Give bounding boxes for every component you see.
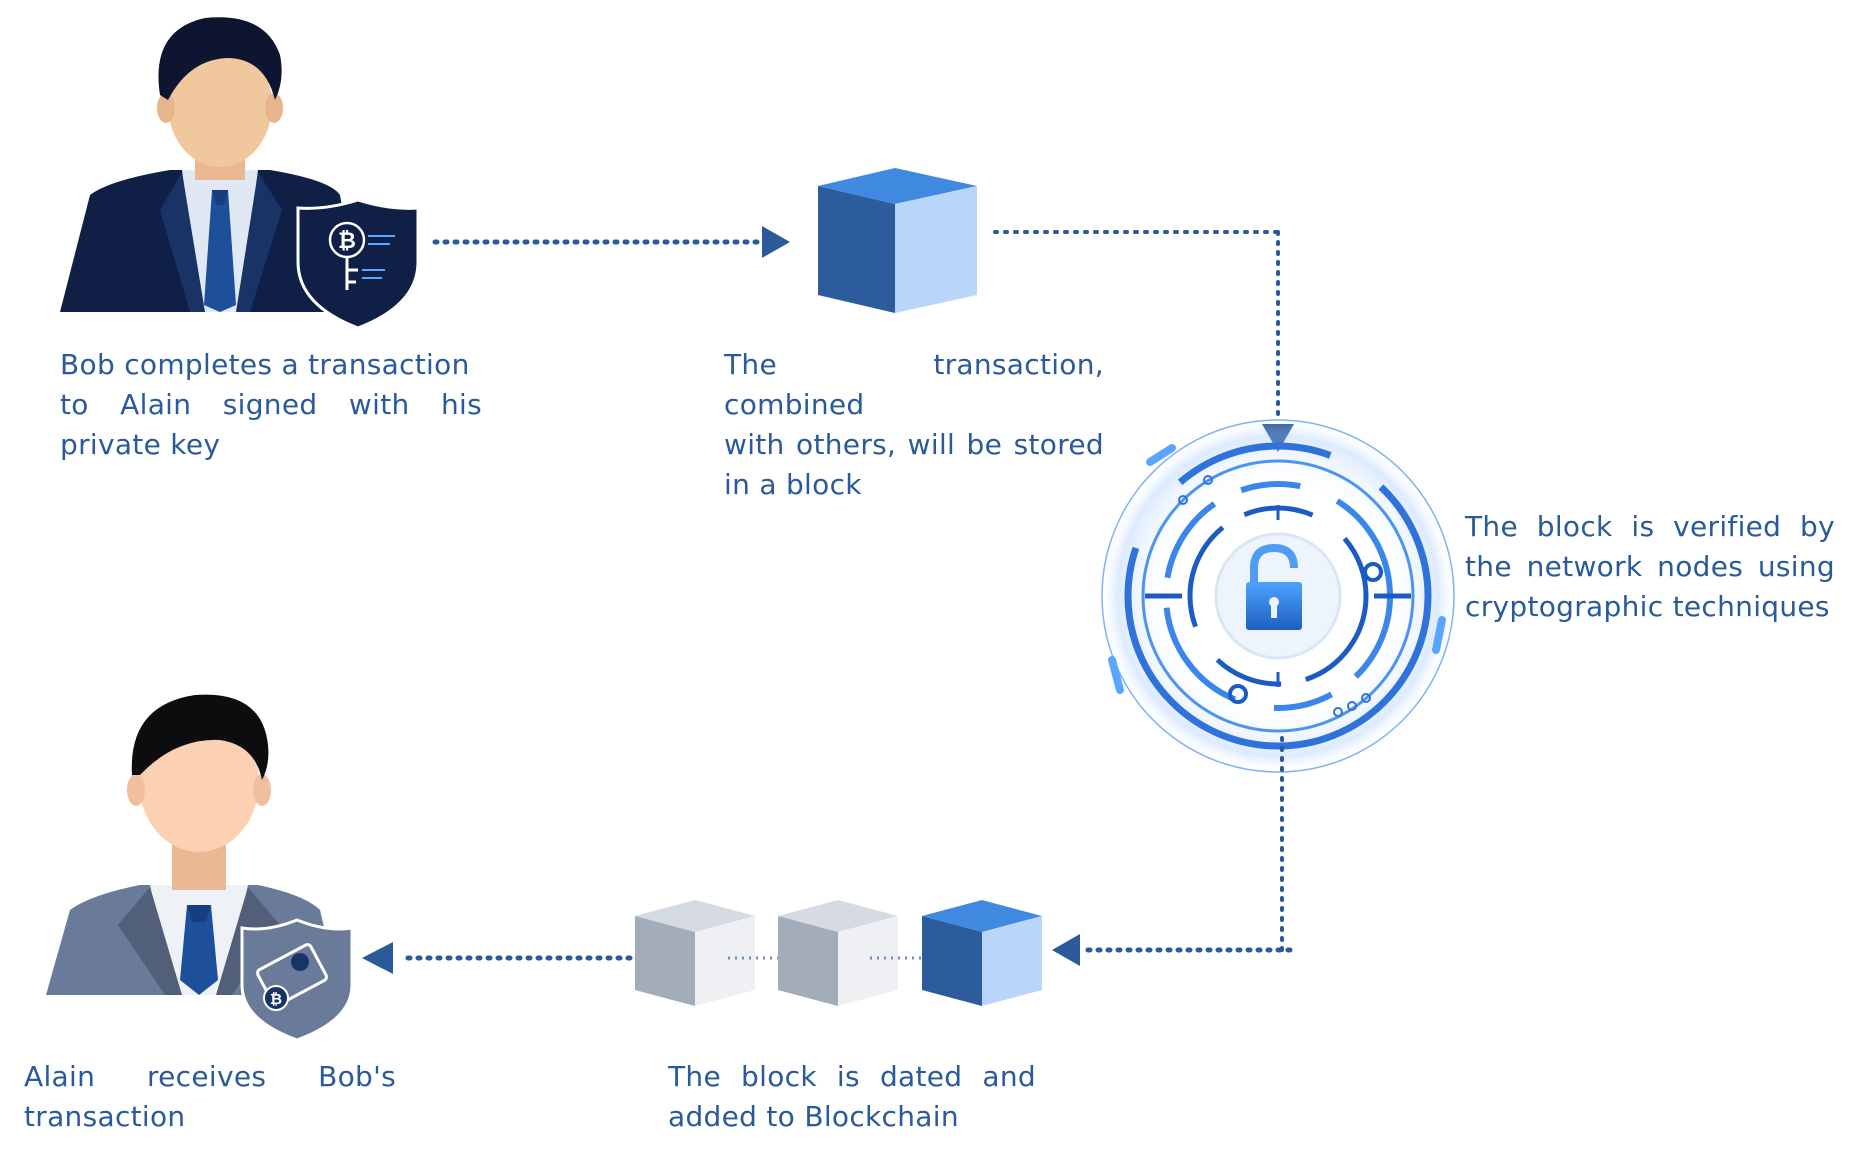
step-caption-chain: The block is dated and added to Blockcha… [668, 1057, 1036, 1137]
caption-line: Alain receives Bob's [24, 1060, 396, 1093]
step-caption-receiver: Alain receives Bob's transaction [24, 1057, 396, 1137]
caption-line: with others, will be stored [724, 428, 1104, 461]
caption-line: The block is verified by [1465, 510, 1835, 543]
sender-figure [60, 17, 360, 312]
bitcoin-key-shield-icon: ₿ [296, 198, 420, 330]
verification-lock-rings-icon [1100, 418, 1456, 774]
caption-line: to Alain signed with his [60, 388, 482, 421]
bitcoin-wallet-shield-icon: ₿ [240, 918, 354, 1042]
connector-sender-to-block [432, 226, 790, 258]
chain-block-3 [922, 900, 1042, 1006]
caption-line: The transaction, combined [724, 348, 1104, 421]
caption-line: transaction [24, 1100, 186, 1133]
chain-block-2 [778, 900, 898, 1006]
caption-line: The block is dated and [668, 1060, 1036, 1093]
block-cube-icon [818, 168, 977, 313]
connector-verify-to-chain [1052, 736, 1293, 966]
chain-block-1 [635, 900, 755, 1006]
step-caption-block: The transaction, combined with others, w… [724, 345, 1104, 505]
step-caption-verify: The block is verified by the network nod… [1465, 507, 1835, 627]
caption-line: added to Blockchain [668, 1100, 959, 1133]
svg-text:₿: ₿ [338, 229, 356, 254]
caption-line: cryptographic techniques [1465, 590, 1830, 623]
svg-text:₿: ₿ [270, 990, 282, 1008]
caption-line: Bob completes a transaction [60, 348, 470, 381]
caption-line: in a block [724, 468, 862, 501]
connector-chain-to-receiver [362, 942, 633, 974]
blockchain-chain-icon [635, 900, 1042, 1006]
caption-line: private key [60, 428, 221, 461]
caption-line: the network nodes using [1465, 550, 1835, 583]
step-caption-sender: Bob completes a transaction to Alain sig… [60, 345, 482, 465]
